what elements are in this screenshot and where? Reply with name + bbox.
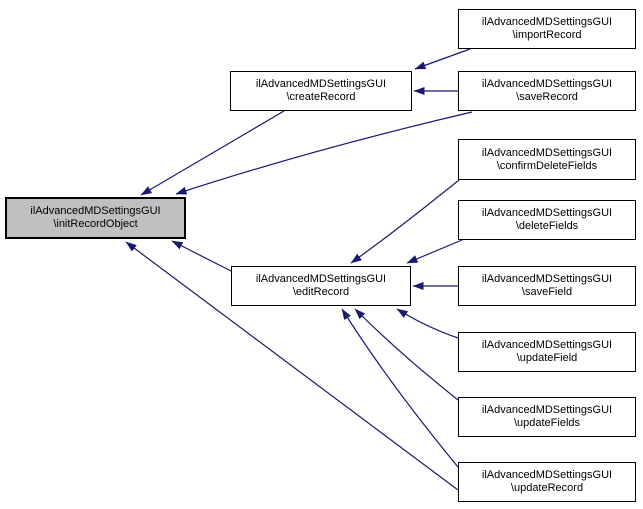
node-label-line1: ilAdvancedMDSettingsGUI xyxy=(255,78,387,90)
edge-deleteFields-editRecord xyxy=(406,239,463,264)
node-label-line2: \saveField xyxy=(521,286,573,298)
node-confirm-delete-fields[interactable]: ilAdvancedMDSettingsGUI \confirmDeleteFi… xyxy=(458,139,636,180)
edge-updateField-editRecord xyxy=(396,308,459,339)
node-label-line1: ilAdvancedMDSettingsGUI xyxy=(481,146,613,159)
node-label-line1: ilAdvancedMDSettingsGUI xyxy=(30,205,161,217)
node-update-field[interactable]: ilAdvancedMDSettingsGUI \updateField xyxy=(458,332,636,372)
node-label-line2: \updateRecord xyxy=(510,482,584,494)
edge-confirmDeleteFields-editRecord xyxy=(350,179,460,264)
node-label-line2: \importRecord xyxy=(512,29,582,41)
node-label-line1: ilAdvancedMDSettingsGUI xyxy=(481,469,613,481)
node-create-record[interactable]: ilAdvancedMDSettingsGUI \createRecord xyxy=(230,71,412,111)
node-update-fields[interactable]: ilAdvancedMDSettingsGUI \updateFields xyxy=(458,397,636,437)
node-label-line2: \updateFields xyxy=(513,417,581,429)
node-delete-fields[interactable]: ilAdvancedMDSettingsGUI \deleteFields xyxy=(458,200,636,240)
node-import-record[interactable]: ilAdvancedMDSettingsGUI \importRecord xyxy=(458,9,636,49)
node-label-line2: \initRecordObject xyxy=(53,218,138,230)
node-label-line2: \updateField xyxy=(516,352,578,364)
node-label-line2: \editRecord xyxy=(292,286,350,298)
node-label-line1: ilAdvancedMDSettingsGUI xyxy=(481,339,613,351)
edge-updateFields-editRecord xyxy=(354,308,459,401)
node-save-field[interactable]: ilAdvancedMDSettingsGUI \saveField xyxy=(458,266,636,306)
edge-updateRecord-initRecordObject xyxy=(125,241,459,491)
node-update-record[interactable]: ilAdvancedMDSettingsGUI \updateRecord xyxy=(458,462,636,502)
node-label-line1: ilAdvancedMDSettingsGUI xyxy=(255,273,387,285)
node-label-line2: \deleteFields xyxy=(515,220,579,232)
node-label-line1: ilAdvancedMDSettingsGUI xyxy=(481,16,613,28)
edge-saveRecord-initRecordObject xyxy=(175,111,473,195)
node-label-line1: ilAdvancedMDSettingsGUI xyxy=(481,273,613,285)
node-init-record-object: ilAdvancedMDSettingsGUI \initRecordObjec… xyxy=(5,197,186,239)
edge-editRecord-initRecordObject xyxy=(171,240,232,272)
node-label-line2: \createRecord xyxy=(286,91,356,103)
node-edit-record[interactable]: ilAdvancedMDSettingsGUI \editRecord xyxy=(231,266,411,306)
node-label-line1: ilAdvancedMDSettingsGUI xyxy=(481,404,613,416)
edge-importRecord-createRecord xyxy=(414,48,471,70)
edge-updateRecord-editRecord xyxy=(341,308,459,468)
node-save-record[interactable]: ilAdvancedMDSettingsGUI \saveRecord xyxy=(458,71,636,111)
edge-createRecord-initRecordObject xyxy=(140,110,285,196)
node-label-line1: ilAdvancedMDSettingsGUI xyxy=(481,78,613,90)
node-label-line1: ilAdvancedMDSettingsGUI xyxy=(481,207,613,219)
node-label-line2: \confirmDeleteFields xyxy=(496,159,598,172)
node-label-line2: \saveRecord xyxy=(516,91,578,103)
